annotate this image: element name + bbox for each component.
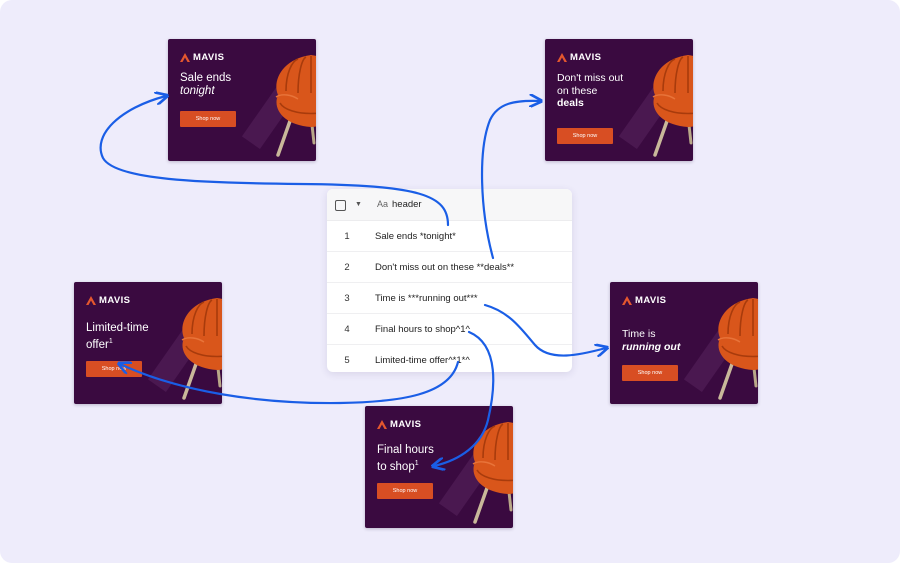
header-variants-table: ▼ Aa header 1 Sale ends *tonight* 2 Don't … [327,189,572,372]
brand-logo: MAVIS [377,419,421,430]
chair-image [710,294,758,402]
shop-now-button[interactable]: Shop now [86,361,142,377]
mavis-logo-icon [557,53,567,62]
row-number: 4 [344,324,350,335]
row-header-text[interactable]: Sale ends *tonight* [375,231,456,242]
table-row[interactable]: 3 Time is ***running out*** [327,283,572,314]
table-row[interactable]: 1 Sale ends *tonight* [327,221,572,252]
row-header-text[interactable]: Time is ***running out*** [375,293,478,304]
text-type-icon: Aa [377,199,389,209]
shop-now-button[interactable]: Shop now [557,128,613,144]
shop-now-button[interactable]: Shop now [180,111,236,127]
mavis-logo-icon [377,420,387,429]
row-number: 2 [344,262,350,273]
chair-image [268,51,316,159]
table-row[interactable]: 5 Limited-time offer^*1*^ [327,345,572,372]
brand-logo: MAVIS [86,295,130,306]
row-header-text[interactable]: Limited-time offer^*1*^ [375,355,470,366]
chevron-down-icon[interactable]: ▼ [355,201,362,208]
chair-image [174,294,222,402]
mavis-logo-icon [180,53,190,62]
table-row[interactable]: 4 Final hours to shop^1^ [327,314,572,345]
row-header-text[interactable]: Final hours to shop^1^ [375,324,470,335]
mavis-logo-icon [86,296,96,305]
chair-image [645,51,693,159]
row-number: 5 [344,355,350,366]
select-all-checkbox[interactable] [335,200,346,211]
table-header: ▼ Aa header [327,189,572,221]
brand-logo: MAVIS [557,52,601,63]
row-number: 3 [344,293,350,304]
shop-now-button[interactable]: Shop now [622,365,678,381]
brand-logo: MAVIS [180,52,224,63]
row-header-text[interactable]: Don't miss out on these **deals** [375,262,515,273]
row-number: 1 [344,231,350,242]
table-row[interactable]: 2 Don't miss out on these **deals** [327,252,572,283]
brand-logo: MAVIS [622,295,666,306]
shop-now-button[interactable]: Shop now [377,483,433,499]
mavis-logo-icon [622,296,632,305]
column-header-label[interactable]: header [392,199,422,210]
chair-image [465,418,513,526]
